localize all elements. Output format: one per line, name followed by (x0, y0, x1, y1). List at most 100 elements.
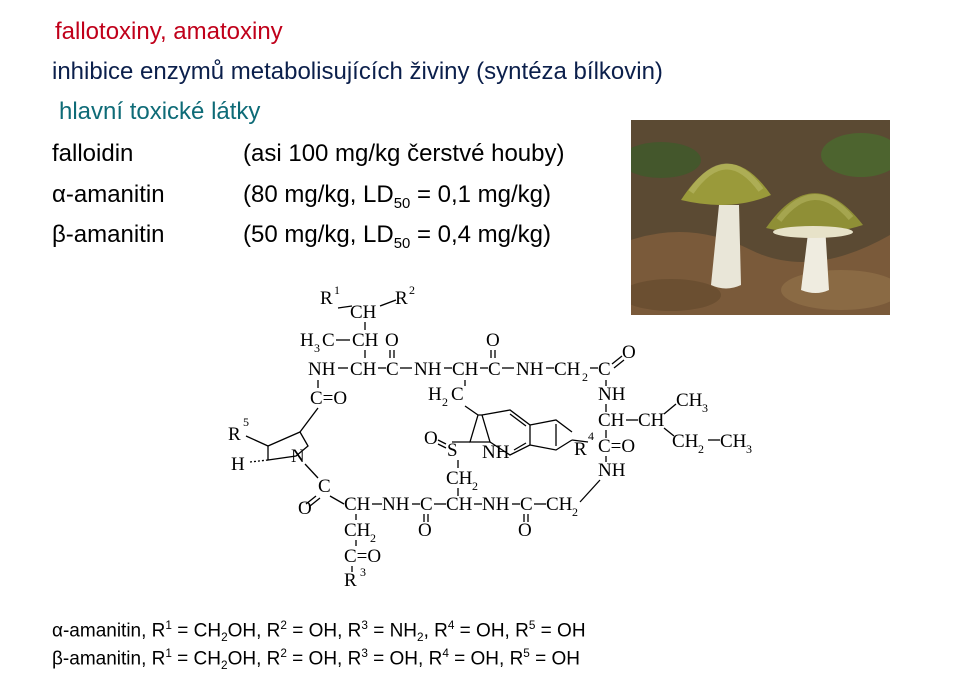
label-ch-3: CH (350, 359, 377, 380)
toxin-name-alpha-amanitin: α-amanitin (52, 181, 165, 208)
alpha-value-post: = 0,1 mg/kg) (410, 181, 552, 208)
footer-alpha-line: α-amanitin, R1 = CH2OH, R2 = OH, R3 = NH… (52, 619, 586, 644)
footer-beta-p3: OH, R (227, 648, 281, 670)
label-c-6: C (520, 494, 533, 515)
label-o-6: O (518, 520, 532, 541)
label-ch-8: CH (446, 494, 473, 515)
mushroom-photo (631, 120, 890, 315)
footer-alpha-p5: = OH, R (286, 620, 362, 642)
label-h2c-h: H (428, 384, 442, 405)
footer-alpha-p9: , R (423, 620, 448, 642)
label-o-4: O (298, 498, 312, 519)
label-ch3-2-num: 3 (746, 442, 752, 456)
footer-alpha-p2: 2 (221, 631, 228, 645)
label-ch3-2: CH (720, 431, 747, 452)
beta-value-pre: (50 mg/kg, LD (243, 221, 394, 248)
label-nh-4: NH (598, 384, 626, 405)
label-o-5: O (418, 520, 432, 541)
footer-beta-p0: 1 (165, 647, 172, 660)
footer-alpha-p1: = CH (171, 620, 222, 642)
footer-beta-p1: = CH (171, 648, 222, 670)
footer-alpha-p3: OH, R (227, 620, 281, 642)
label-ch2-5: CH (344, 520, 371, 541)
label-c-3: C (598, 359, 611, 380)
label-r1: R (320, 288, 333, 309)
footer-beta-p7: = OH, R (367, 648, 443, 670)
footer-alpha-p10: 4 (447, 619, 455, 632)
label-r1-num: 1 (334, 283, 340, 297)
label-c-eq-o-2: C=O (598, 436, 635, 457)
footer-beta-p10: 5 (523, 647, 530, 660)
label-ch2-3: CH (672, 431, 699, 452)
label-c-1: C (386, 359, 399, 380)
footer-beta-p8: 4 (442, 647, 449, 660)
footer-alpha-p8: 2 (417, 631, 424, 645)
label-r2: R (395, 288, 408, 309)
label-h3c-h: H (300, 330, 314, 351)
label-s: S (447, 440, 458, 461)
label-ch2-1-num: 2 (582, 370, 588, 384)
label-ch-4: CH (452, 359, 479, 380)
label-r3: R (344, 570, 357, 591)
toxin-value-falloidin: (asi 100 mg/kg čerstvé houby) (243, 140, 565, 167)
label-c-eq-o-3: C=O (344, 546, 381, 567)
label-h: H (231, 454, 245, 475)
label-o-2: O (486, 330, 500, 351)
footer-alpha-p7: = NH (367, 620, 418, 642)
beta-value-post: = 0,4 mg/kg) (410, 221, 552, 248)
toxin-value-beta-amanitin: (50 mg/kg, LD50 = 0,4 mg/kg) (243, 221, 551, 252)
label-r4-num: 4 (588, 429, 594, 443)
toxin-name-falloidin: falloidin (52, 140, 134, 167)
label-ch2-4: CH (546, 494, 573, 515)
label-ch-5: CH (598, 410, 625, 431)
label-ch-2: CH (352, 330, 379, 351)
label-r4: R (574, 439, 587, 460)
label-o-1: O (385, 330, 399, 351)
label-n: N (291, 446, 305, 467)
footer-beta-p2: 2 (221, 659, 228, 673)
label-nh-6: NH (382, 494, 410, 515)
footer-beta-prefix: β-amanitin, R (52, 648, 166, 670)
label-ch2-3-num: 2 (698, 442, 704, 456)
footer-alpha-prefix: α-amanitin, R (52, 620, 166, 642)
label-nh-1: NH (308, 359, 336, 380)
label-r5: R (228, 424, 241, 445)
footer-alpha-p13: = OH (535, 620, 586, 642)
beta-ld-subscript: 50 (393, 235, 411, 252)
label-nh-7: NH (482, 494, 510, 515)
label-ch3-1: CH (676, 390, 703, 411)
footer-alpha-p0: 1 (165, 619, 172, 632)
label-r5-num: 5 (243, 415, 249, 429)
label-c-4: C (318, 476, 331, 497)
page-subtitle: inhibice enzymů metabolisujících živiny … (52, 58, 663, 85)
label-ch-top: CH (350, 302, 377, 323)
label-h3c-num: 3 (314, 341, 320, 355)
footer-beta-p11: = OH (529, 648, 580, 670)
footer-beta-p9: = OH, R (448, 648, 524, 670)
label-ch-6: CH (638, 410, 665, 431)
label-ch2-1: CH (554, 359, 581, 380)
label-nh-2: NH (414, 359, 442, 380)
label-ch-7: CH (344, 494, 371, 515)
label-ch2-4-num: 2 (572, 505, 578, 519)
alpha-value-pre: (80 mg/kg, LD (243, 181, 394, 208)
label-ch2-2-num: 2 (472, 479, 478, 493)
label-r2-num: 2 (409, 283, 415, 297)
label-nh-5: NH (598, 460, 626, 481)
label-c-eq-o-1: C=O (310, 388, 347, 409)
label-nh-3: NH (516, 359, 544, 380)
section-heading: hlavní toxické látky (59, 98, 261, 125)
label-o-s: O (424, 428, 438, 449)
label-ch2-2: CH (446, 468, 473, 489)
label-ch3-1-num: 3 (702, 401, 708, 415)
label-ch2-5-num: 2 (370, 531, 376, 545)
footer-alpha-p11: = OH, R (454, 620, 529, 642)
footer-beta-p6: 3 (361, 647, 368, 660)
label-h2c-num: 2 (442, 395, 448, 409)
amatoxin-structure: R 1 CH R 2 H 3 C CH O O NH CH C NH CH C … (228, 283, 752, 591)
page-title: fallotoxiny, amatoxiny (55, 18, 283, 45)
label-r3-num: 3 (360, 565, 366, 579)
footer-alpha-p4: 2 (280, 619, 287, 632)
label-o-3: O (622, 342, 636, 363)
footer-beta-p4: 2 (280, 647, 287, 660)
